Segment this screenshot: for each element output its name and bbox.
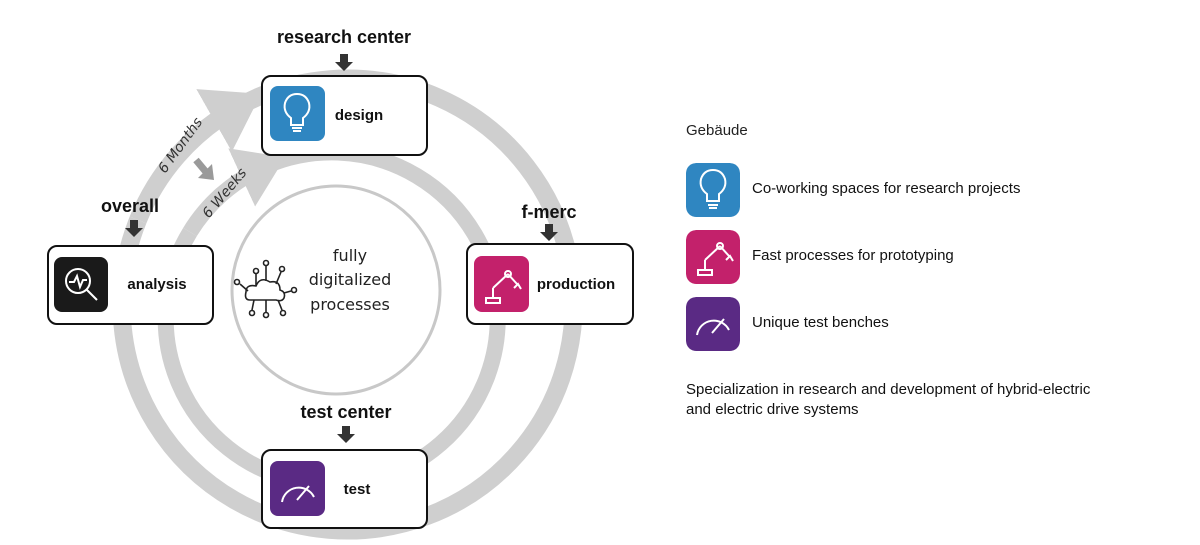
legend-title: Gebäude	[686, 122, 748, 139]
production-stage-label: production	[537, 276, 615, 293]
legend-item-test-benches: Unique test benches	[686, 297, 1166, 351]
ring-transition-arrow	[193, 157, 214, 180]
design-stage-box: design	[261, 75, 428, 156]
test-down-arrow	[337, 426, 355, 443]
center-line-1: fully	[333, 246, 367, 265]
center-line-2: digitalized	[309, 270, 392, 289]
production-down-arrow	[540, 224, 558, 241]
legend-item-research: Co-working spaces for research projects	[686, 163, 1166, 217]
gauge-icon	[686, 297, 740, 351]
center-line-3: processes	[310, 295, 390, 314]
test-stage-label: test	[344, 481, 371, 498]
design-stage-title: research center	[277, 27, 411, 47]
legend-item-label: Co-working spaces for research projects	[752, 180, 1021, 197]
analysis-down-arrow	[125, 220, 143, 237]
legend-item-label: Unique test benches	[752, 314, 889, 331]
analysis-stage-label: analysis	[127, 276, 186, 293]
inner-cycle-ring	[157, 144, 506, 493]
analysis-stage-title: overall	[101, 196, 159, 216]
center-circle	[230, 184, 442, 396]
cloud-network-icon	[233, 259, 298, 319]
production-stage-title: f-merc	[521, 202, 576, 222]
test-stage-title: test center	[300, 402, 391, 422]
robot-arm-icon	[686, 230, 740, 284]
production-stage-box: production	[466, 243, 634, 325]
design-stage-label: design	[335, 107, 383, 124]
legend-item-prototyping: Fast processes for prototyping	[686, 230, 1166, 284]
lightbulb-icon	[686, 163, 740, 217]
design-down-arrow	[335, 54, 353, 71]
legend-item-label: Fast processes for prototyping	[752, 247, 954, 264]
robot-arm-icon	[474, 256, 529, 312]
legend-note: Specialization in research and developme…	[686, 381, 1091, 418]
outer-cycle-ring	[112, 69, 583, 540]
test-stage-box: test	[261, 449, 428, 529]
analysis-stage-box: analysis	[47, 245, 214, 325]
lightbulb-icon	[270, 86, 325, 141]
